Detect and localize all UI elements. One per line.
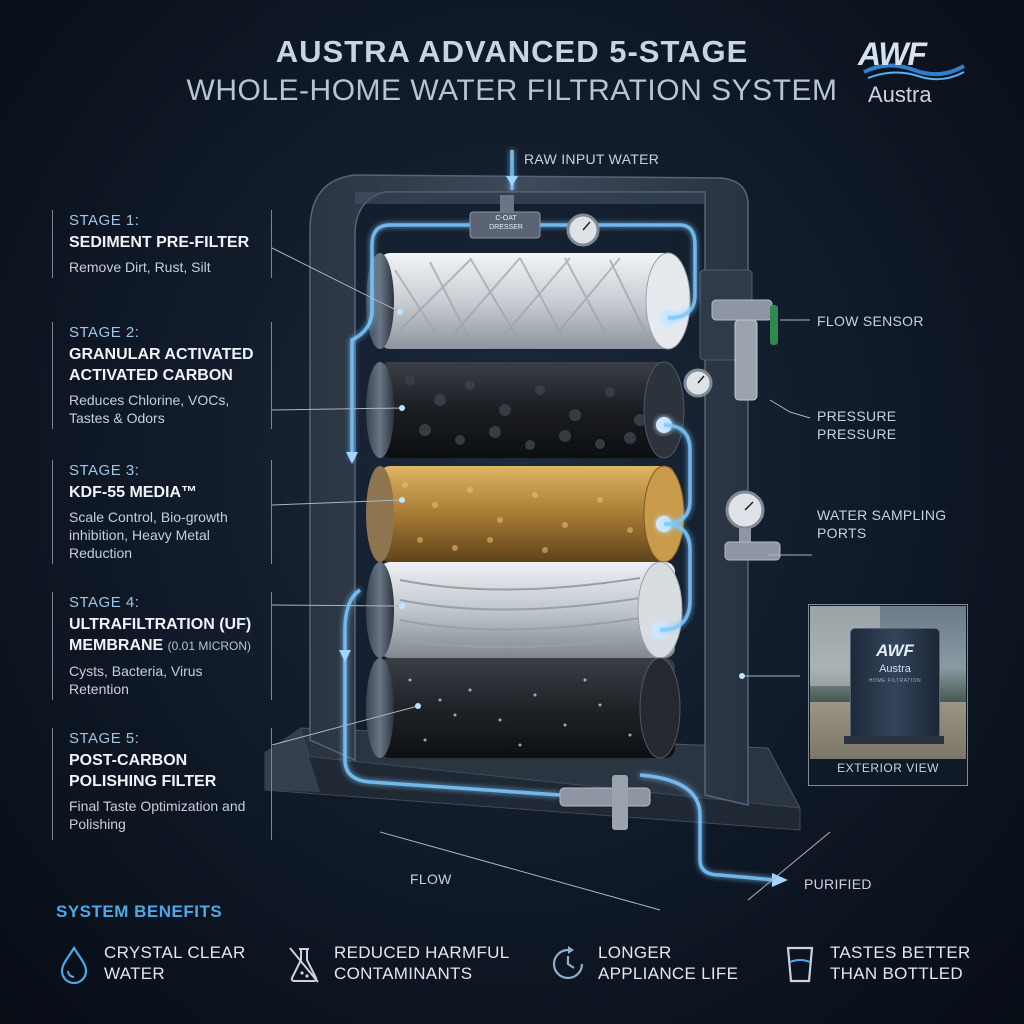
valve-tag-line-2: DRESSER bbox=[489, 224, 523, 231]
stage-3-cylinder bbox=[366, 465, 685, 563]
stage-3-label: STAGE 3: bbox=[69, 462, 140, 479]
benefit-1-line-2: WATER bbox=[104, 964, 165, 983]
leader-lines bbox=[271, 150, 831, 911]
sampling-port bbox=[724, 490, 781, 561]
stage-2-label: STAGE 2: bbox=[69, 324, 140, 341]
benefit-tastes-better: TASTES BETTER THAN BOTTLED bbox=[782, 942, 982, 986]
benefit-4-line-1: TASTES BETTER bbox=[830, 943, 971, 962]
stage-2-name: GRANULAR ACTIVATED ACTIVATED CARBON bbox=[69, 346, 254, 384]
unit-logo-name: Austra bbox=[879, 663, 911, 675]
benefit-4-line-2: THAN BOTTLED bbox=[830, 964, 964, 983]
pressure-label: PRESSURE PRESSURE bbox=[817, 407, 896, 443]
stage-4-callout: STAGE 4: ULTRAFILTRATION (UF) MEMBRANE (… bbox=[52, 592, 272, 700]
outlet-valve bbox=[559, 775, 651, 830]
exterior-view-caption: EXTERIOR VIEW bbox=[837, 761, 939, 775]
stage-2-callout: STAGE 2: GRANULAR ACTIVATED ACTIVATED CA… bbox=[52, 322, 272, 429]
water-flow-path bbox=[343, 150, 776, 882]
stage-4-name-suffix: (0.01 MICRON) bbox=[167, 639, 252, 653]
stage-1-name: SEDIMENT PRE-FILTER bbox=[69, 234, 250, 251]
sampling-ports-label: WATER SAMPLING PORTS bbox=[817, 506, 946, 542]
unit-logo-sub: HOME FILTRATION bbox=[868, 678, 922, 684]
stage-1-callout: STAGE 1: SEDIMENT PRE-FILTER Remove Dirt… bbox=[52, 210, 272, 278]
raw-input-label: RAW INPUT WATER bbox=[524, 151, 660, 167]
stage-5-desc: Final Taste Optimization and Polishing bbox=[69, 798, 246, 832]
pressure-label-line-2: PRESSURE bbox=[817, 426, 897, 442]
exterior-unit: AWF Austra HOME FILTRATION bbox=[850, 628, 940, 740]
flow-label: FLOW bbox=[410, 871, 452, 887]
stage-4-desc: Cysts, Bacteria, Virus Retention bbox=[69, 663, 203, 697]
benefit-reduced-contaminants: REDUCED HARMFUL CONTAMINANTS bbox=[286, 942, 526, 986]
title-line-2: WHOLE-HOME WATER FILTRATION SYSTEM bbox=[186, 74, 838, 107]
water-drop-icon bbox=[60, 945, 88, 984]
glass-icon bbox=[786, 946, 814, 983]
sampling-label-line-1: WATER SAMPLING bbox=[817, 507, 947, 523]
benefit-3-text: LONGER APPLIANCE LIFE bbox=[598, 942, 738, 984]
brand-logo: AWF Austra bbox=[858, 36, 968, 110]
inlet-pressure-gauge bbox=[566, 213, 600, 247]
valve-tag: C-OAT DRESSER bbox=[477, 214, 535, 232]
benefit-2-text: REDUCED HARMFUL CONTAMINANTS bbox=[334, 942, 509, 984]
stage-4-name: ULTRAFILTRATION (UF) MEMBRANE bbox=[69, 616, 252, 654]
stage-5-name: POST-CARBON POLISHING FILTER bbox=[69, 752, 217, 790]
benefit-3-line-2: APPLIANCE LIFE bbox=[598, 964, 739, 983]
exterior-view-inset: AWF Austra HOME FILTRATION EXTERIOR VIEW bbox=[808, 604, 968, 786]
benefit-2-line-1: REDUCED HARMFUL bbox=[334, 943, 510, 962]
stage-5-label: STAGE 5: bbox=[69, 730, 140, 747]
benefit-2-line-2: CONTAMINANTS bbox=[334, 964, 473, 983]
stage-3-name: KDF-55 MEDIA™ bbox=[69, 484, 198, 501]
benefit-crystal-clear: CRYSTAL CLEAR WATER bbox=[56, 942, 266, 986]
stage-1-label: STAGE 1: bbox=[69, 212, 140, 229]
stage-4-label: STAGE 4: bbox=[69, 594, 140, 611]
benefit-4-text: TASTES BETTER THAN BOTTLED bbox=[830, 942, 971, 984]
stage-2-desc: Reduces Chlorine, VOCs, Tastes & Odors bbox=[69, 392, 230, 426]
unit-base bbox=[844, 736, 944, 744]
stage-4-cylinder bbox=[366, 561, 683, 659]
inlet-valve bbox=[469, 195, 541, 239]
logo-wave-icon bbox=[863, 63, 966, 81]
stage-3-callout: STAGE 3: KDF-55 MEDIA™ Scale Control, Bi… bbox=[52, 460, 272, 564]
benefit-1-text: CRYSTAL CLEAR WATER bbox=[104, 942, 246, 984]
exterior-photo: AWF Austra HOME FILTRATION bbox=[810, 606, 966, 759]
benefit-1-line-1: CRYSTAL CLEAR bbox=[104, 943, 246, 962]
flask-icon bbox=[289, 947, 319, 983]
stage-4-name-wrap: ULTRAFILTRATION (UF) MEMBRANE (0.01 MICR… bbox=[69, 614, 279, 657]
purified-label: PURIFIED bbox=[804, 876, 872, 892]
benefits-title: SYSTEM BENEFITS bbox=[56, 902, 223, 921]
stage-2-cylinder bbox=[366, 361, 685, 459]
pressure-label-line-1: PRESSURE bbox=[817, 408, 897, 424]
flow-sensor-valve bbox=[711, 299, 778, 401]
pressure-gauge bbox=[683, 368, 713, 398]
stage-5-callout: STAGE 5: POST-CARBON POLISHING FILTER Fi… bbox=[52, 728, 272, 840]
title-line-1: AUSTRA ADVANCED 5-STAGE bbox=[275, 34, 749, 69]
benefit-3-line-1: LONGER bbox=[598, 943, 672, 962]
sampling-label-line-2: PORTS bbox=[817, 525, 867, 541]
stage-1-desc: Remove Dirt, Rust, Silt bbox=[69, 259, 211, 275]
unit-logo-mark: AWF bbox=[876, 641, 914, 660]
clock-icon bbox=[552, 946, 584, 980]
stage-1-cylinder bbox=[366, 252, 691, 350]
logo-name: Austra bbox=[868, 82, 932, 107]
valve-tag-line-1: C-OAT bbox=[495, 215, 517, 222]
stage-5-cylinder bbox=[366, 657, 681, 759]
flow-sensor-label: FLOW SENSOR bbox=[817, 313, 924, 329]
flow-arrows bbox=[339, 176, 788, 887]
logo-mark: AWF bbox=[858, 36, 927, 72]
benefit-appliance-life: LONGER APPLIANCE LIFE bbox=[550, 942, 760, 986]
stage-3-desc: Scale Control, Bio-growth inhibition, He… bbox=[69, 509, 228, 561]
leader-dots bbox=[397, 309, 745, 709]
